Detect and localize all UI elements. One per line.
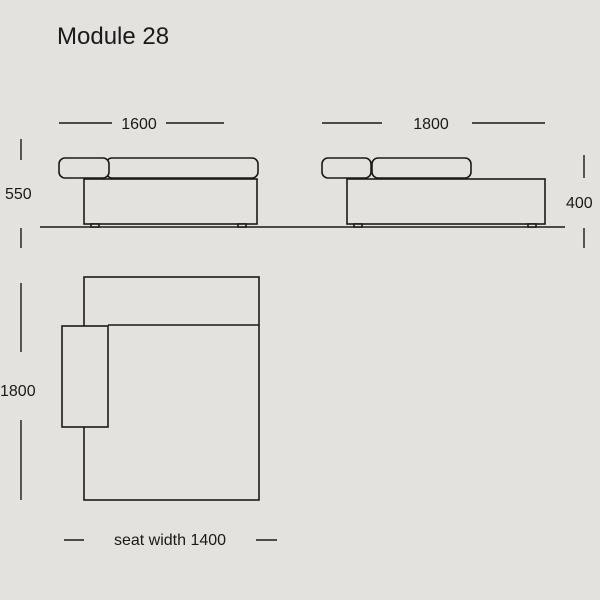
dimension-1600: 1600 [59, 116, 224, 133]
width-left-label: 1600 [121, 116, 157, 133]
plan-outline [83, 276, 260, 501]
sofa-elevation-left [58, 157, 259, 228]
width-right-label: 1800 [413, 116, 449, 133]
dimension-1800-top: 1800 [322, 116, 545, 133]
sofa-elevation-right [321, 157, 546, 228]
base [346, 178, 546, 225]
depth-label: 1800 [0, 383, 36, 400]
foot [237, 223, 247, 228]
seat-cushion [105, 157, 259, 179]
arm-cushion [321, 157, 372, 179]
foot [353, 223, 363, 228]
foot [90, 223, 100, 228]
dimension-550: 550 [5, 139, 32, 248]
arm-cushion [58, 157, 110, 179]
sofa-plan [61, 276, 260, 501]
seat-width-label: seat width 1400 [114, 532, 226, 549]
dimension-1800-depth: 1800 [0, 283, 36, 500]
dimension-seat-width: seat width 1400 [64, 532, 277, 549]
base [83, 178, 258, 225]
height-left-label: 550 [5, 186, 32, 203]
foot [527, 223, 537, 228]
armrest [61, 325, 109, 428]
height-right-label: 400 [566, 195, 593, 212]
dimension-400: 400 [566, 155, 593, 248]
seat-cushion [371, 157, 472, 179]
title: Module 28 [57, 23, 169, 50]
